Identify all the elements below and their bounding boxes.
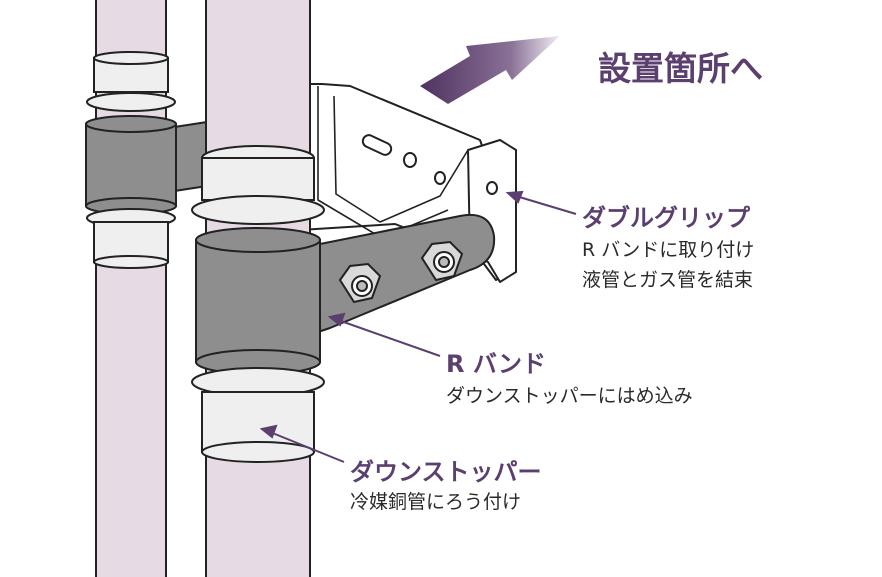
direction-label: 設置箇所へ <box>598 49 763 88</box>
hex-nut-2 <box>420 240 464 282</box>
hex-nut-1 <box>338 262 382 304</box>
double-grip-desc-line-2: 液管とガス管を結束 <box>582 269 754 291</box>
down-stopper-desc-line-1: 冷媒銅管にろう付け <box>350 491 522 513</box>
down-stopper-title: ダウンストッパー <box>350 458 542 486</box>
direction-arrow <box>420 36 560 104</box>
r-band-desc-line-1: ダウンストッパーにはめ込み <box>446 385 693 407</box>
r-band-title: R バンド <box>446 350 547 378</box>
leader-r-band <box>337 319 441 357</box>
left-copper-pipe <box>85 0 177 577</box>
right-copper-pipe <box>191 0 325 577</box>
double-grip-desc-line-1: R バンドに取り付け <box>582 239 755 261</box>
double-grip-title: ダブルグリップ <box>582 204 750 232</box>
leader-double-grip <box>515 195 577 215</box>
leader-lines <box>259 190 577 463</box>
leader-down-stopper <box>269 431 345 463</box>
